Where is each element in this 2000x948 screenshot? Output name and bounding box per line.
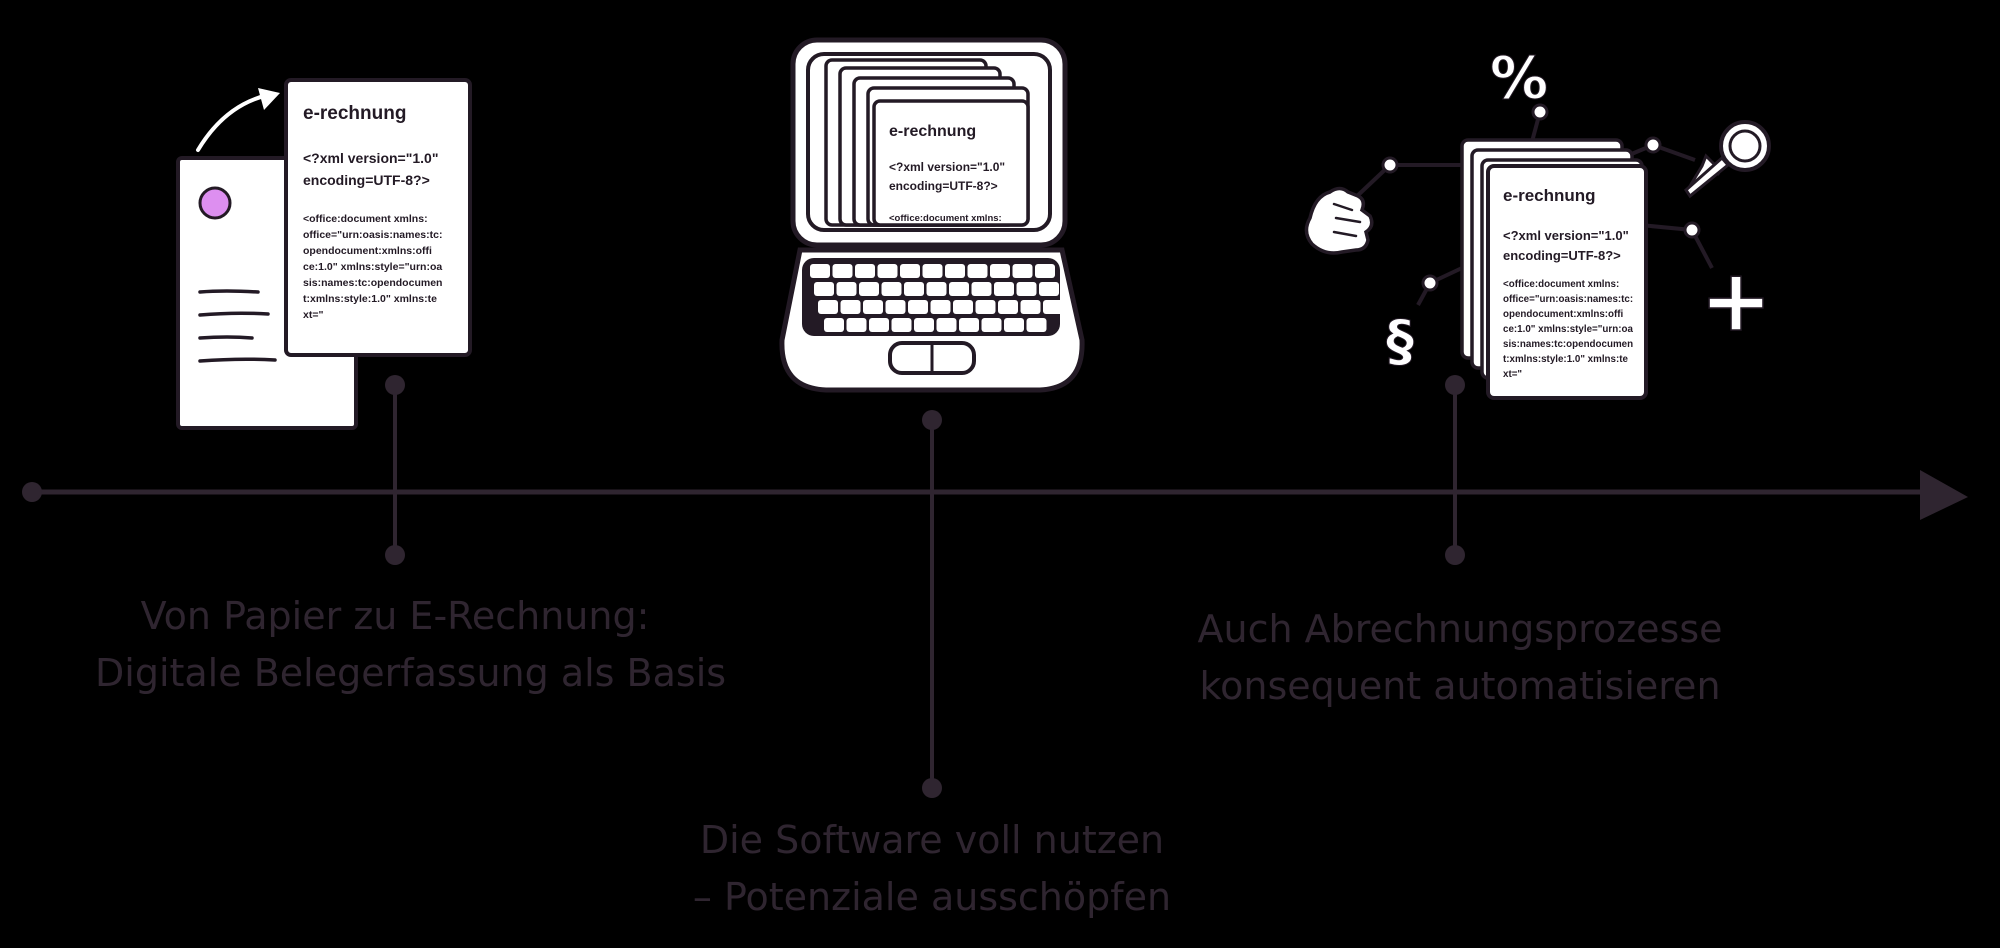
plus-symbol: + bbox=[1700, 251, 1772, 351]
paragraph-symbol: § bbox=[1386, 309, 1414, 374]
connector-step-3 bbox=[1445, 375, 1465, 565]
laptop-doc-xml-line-2: encoding=UTF-8?> bbox=[889, 179, 998, 193]
stack-doc-body-line: ce:1.0" xmlns:style="urn:oa bbox=[1503, 324, 1633, 335]
keyboard-key bbox=[810, 264, 830, 278]
doc-body-line: office="urn:oasis:names:tc: bbox=[303, 229, 442, 241]
timeline-arrowhead bbox=[1920, 470, 1968, 520]
keyboard-key bbox=[863, 300, 883, 314]
doc-title: e-rechnung bbox=[303, 103, 406, 124]
keyboard-key bbox=[1020, 300, 1041, 314]
paper-to-invoice-icon: e-rechnung <?xml version="1.0" encoding=… bbox=[176, 78, 472, 430]
step-3-caption: Auch Abrechnungsprozesse konsequent auto… bbox=[1160, 601, 1760, 715]
stack-doc-xml-line-2: encoding=UTF-8?> bbox=[1503, 248, 1621, 263]
connector-step-1 bbox=[385, 375, 405, 565]
step-1-line-2: Digitale Belegerfassung als Basis bbox=[95, 651, 727, 695]
hand-icon bbox=[1304, 186, 1374, 255]
stack-doc-body-line: xt=" bbox=[1503, 369, 1522, 380]
keyboard-key bbox=[953, 300, 973, 314]
keyboard-key bbox=[877, 264, 898, 278]
invoice-stack-icon: e-rechnung <?xml version="1.0" encoding=… bbox=[1304, 44, 1773, 400]
stack-doc-body-line: <office:document xmlns: bbox=[1503, 279, 1619, 290]
keyboard-key bbox=[922, 264, 943, 278]
stack-doc-title: e-rechnung bbox=[1503, 186, 1596, 205]
keyboard-key bbox=[824, 318, 844, 332]
keyboard-key bbox=[998, 300, 1018, 314]
keyboard-key bbox=[818, 300, 838, 314]
timeline-axis bbox=[22, 470, 1968, 520]
keyboard-key bbox=[1039, 282, 1059, 296]
laptop-doc-title: e-rechnung bbox=[889, 123, 976, 140]
keyboard-key bbox=[1012, 264, 1033, 278]
keyboard-key bbox=[1043, 300, 1063, 314]
keyboard-key bbox=[840, 300, 861, 314]
keyboard-key bbox=[900, 264, 920, 278]
doc-body-line: sis:names:tc:opendocumen bbox=[303, 277, 442, 289]
doc-body-line: xt=" bbox=[303, 309, 323, 321]
doc-body-line: <office:document xmlns: bbox=[303, 213, 428, 225]
keyboard-key bbox=[846, 318, 867, 332]
keyboard-key bbox=[945, 264, 965, 278]
keyboard-key bbox=[981, 318, 1002, 332]
keyboard-key bbox=[832, 264, 853, 278]
doc-body-line: opendocument:xmlns:offi bbox=[303, 245, 432, 257]
keyboard-key bbox=[936, 318, 957, 332]
step-1-line-1: Von Papier zu E-Rechnung: bbox=[140, 594, 650, 638]
doc-xml-line-2: encoding=UTF-8?> bbox=[303, 172, 430, 188]
laptop-doc-body-line: <office:document xmlns: bbox=[889, 213, 1002, 224]
keyboard-key bbox=[1004, 318, 1024, 332]
step-2-caption: Die Software voll nutzen – Potenziale au… bbox=[632, 812, 1232, 926]
step-3-line-2: konsequent automatisieren bbox=[1199, 664, 1721, 708]
doc-xml-line-1: <?xml version="1.0" bbox=[303, 150, 438, 166]
keyboard-key bbox=[904, 282, 924, 296]
keyboard-key bbox=[975, 300, 996, 314]
laptop-doc-xml-line-1: <?xml version="1.0" bbox=[889, 160, 1005, 174]
step-1-caption: Von Papier zu E-Rechnung: Digitale Beleg… bbox=[95, 588, 727, 702]
transition-arrow bbox=[196, 93, 270, 152]
keyboard-key bbox=[869, 318, 889, 332]
keyboard-key bbox=[949, 282, 969, 296]
step-2-line-2: – Potenziale ausschöpfen bbox=[692, 875, 1172, 919]
magnifier-icon bbox=[1684, 120, 1771, 199]
laptop-icon: e-rechnung <?xml version="1.0" encoding=… bbox=[779, 37, 1085, 393]
keyboard-key bbox=[885, 300, 906, 314]
keyboard bbox=[810, 264, 1063, 332]
step-2-line-1: Die Software voll nutzen bbox=[699, 818, 1165, 862]
keyboard-key bbox=[1035, 264, 1055, 278]
keyboard-key bbox=[855, 264, 875, 278]
stack-doc-body-line: t:xmlns:style:1.0" xmlns:te bbox=[1503, 354, 1629, 365]
keyboard-key bbox=[859, 282, 879, 296]
keyboard-key bbox=[926, 282, 947, 296]
keyboard-key bbox=[990, 264, 1010, 278]
stack-doc-xml-line-1: <?xml version="1.0" bbox=[1503, 228, 1629, 243]
doc-body-line: ce:1.0" xmlns:style="urn:oa bbox=[303, 261, 442, 273]
keyboard-key bbox=[836, 282, 857, 296]
stack-doc-body-line: sis:names:tc:opendocumen bbox=[1503, 339, 1633, 350]
percent-symbol: % bbox=[1490, 44, 1548, 112]
keyboard-key bbox=[967, 264, 988, 278]
keyboard-key bbox=[959, 318, 979, 332]
doc-body-line: t:xmlns:style:1.0" xmlns:te bbox=[303, 293, 437, 305]
stack-doc-body-line: opendocument:xmlns:offi bbox=[1503, 309, 1624, 320]
keyboard-key bbox=[891, 318, 912, 332]
keyboard-key bbox=[914, 318, 934, 332]
keyboard-key bbox=[930, 300, 951, 314]
keyboard-key bbox=[1026, 318, 1047, 332]
paper-stamp-dot bbox=[198, 186, 232, 220]
keyboard-key bbox=[971, 282, 992, 296]
stack-doc-body-line: office="urn:oasis:names:tc: bbox=[1503, 294, 1633, 305]
keyboard-key bbox=[994, 282, 1014, 296]
timeline-start-dot bbox=[22, 482, 42, 502]
connector-step-2 bbox=[922, 410, 942, 798]
keyboard-key bbox=[881, 282, 902, 296]
keyboard-key bbox=[814, 282, 834, 296]
keyboard-key bbox=[1016, 282, 1037, 296]
keyboard-key bbox=[908, 300, 928, 314]
step-3-line-1: Auch Abrechnungsprozesse bbox=[1197, 607, 1723, 651]
